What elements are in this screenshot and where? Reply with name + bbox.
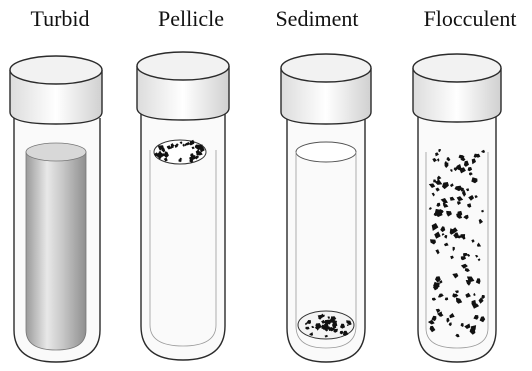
liquid-surface	[26, 143, 86, 161]
cap-top	[281, 54, 371, 82]
turbid-liquid	[26, 152, 86, 350]
tube-flocculent	[413, 54, 501, 362]
cap-top	[413, 54, 501, 82]
tube-pellicle	[137, 52, 229, 360]
tube-sediment	[281, 54, 371, 362]
tube-turbid	[10, 56, 102, 362]
liquid-surface	[296, 142, 356, 162]
cap-top	[137, 52, 229, 80]
cap-top	[10, 56, 102, 84]
tube-glass	[418, 116, 496, 362]
